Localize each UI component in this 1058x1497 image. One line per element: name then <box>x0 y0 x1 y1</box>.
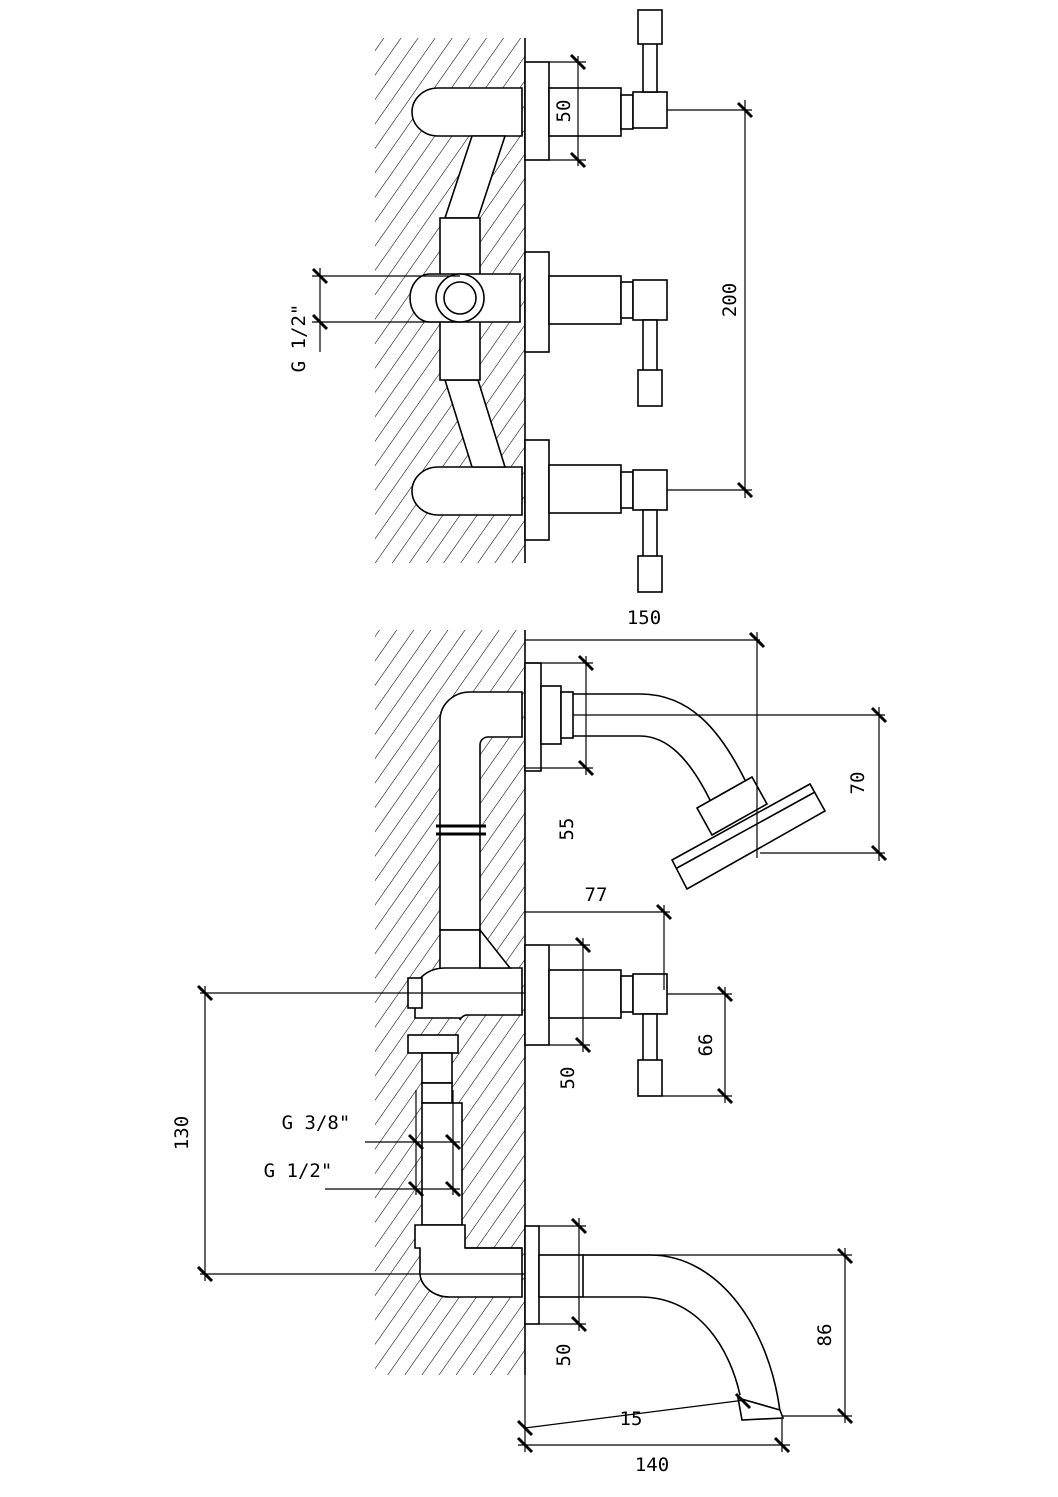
dim-connector-a-label: G 3/8" <box>282 1112 351 1134</box>
dim-shower-reach-label: 150 <box>627 607 661 629</box>
shower-arm <box>524 662 746 801</box>
dim-spacing-top: 200 <box>667 100 754 499</box>
dim-inlet-top: G 1/2" <box>288 267 460 373</box>
handle-assembly-center <box>524 251 668 407</box>
dim-spout-drop-label: 86 <box>814 1324 836 1347</box>
spout-supply-pipe <box>414 1102 523 1298</box>
handle-assembly-side <box>524 944 668 1097</box>
dim-connector-b: G 1/2" <box>264 1160 462 1198</box>
dim-connector-b-label: G 1/2" <box>264 1160 333 1182</box>
mixer-body <box>407 927 523 1104</box>
dim-spout-drop: 86 <box>583 1247 854 1425</box>
dim-handle-drop: 66 <box>662 985 734 1105</box>
dim-spout-flange: 50 <box>539 1217 588 1367</box>
dim-inlet-span-label: 130 <box>171 1116 193 1150</box>
dim-riser: 55 <box>525 654 595 841</box>
shower-head <box>670 775 827 891</box>
dim-inlet-span: 130 <box>171 984 525 1283</box>
dim-spout-reach: 140 <box>516 1375 791 1476</box>
dim-shower-drop: 70 <box>573 706 888 862</box>
dim-valve-flange: 50 <box>549 936 592 1090</box>
dim-valve-reach-label: 77 <box>585 884 608 906</box>
dim-riser-label: 55 <box>556 818 578 841</box>
dim-valve-reach: 77 <box>525 884 673 990</box>
dim-handle-drop-label: 66 <box>695 1034 717 1057</box>
dim-spout-bore: 15 <box>516 1392 752 1437</box>
dim-spacing-top-label: 200 <box>719 283 741 317</box>
top-view: 50 200 G 1/2" <box>288 9 754 593</box>
valve-body-top <box>409 87 523 516</box>
handle-assembly-upper <box>524 9 668 161</box>
dim-shower-reach: 150 <box>525 607 766 858</box>
spout <box>524 1225 785 1421</box>
dim-flange-top-label: 50 <box>553 100 575 123</box>
dim-shower-drop-label: 70 <box>847 772 869 795</box>
dim-inlet-top-label: G 1/2" <box>288 304 310 373</box>
dim-spout-bore-label: 15 <box>620 1408 643 1430</box>
dim-connector-a: G 3/8" <box>282 1090 462 1195</box>
handle-assembly-lower <box>524 439 668 593</box>
dim-valve-flange-label: 50 <box>557 1067 579 1090</box>
dim-flange-top: 50 <box>549 53 587 169</box>
side-view: 150 70 55 77 <box>171 607 888 1476</box>
dim-spout-reach-label: 140 <box>635 1454 669 1476</box>
shower-supply-pipe <box>436 691 523 971</box>
dim-spout-flange-label: 50 <box>553 1344 575 1367</box>
